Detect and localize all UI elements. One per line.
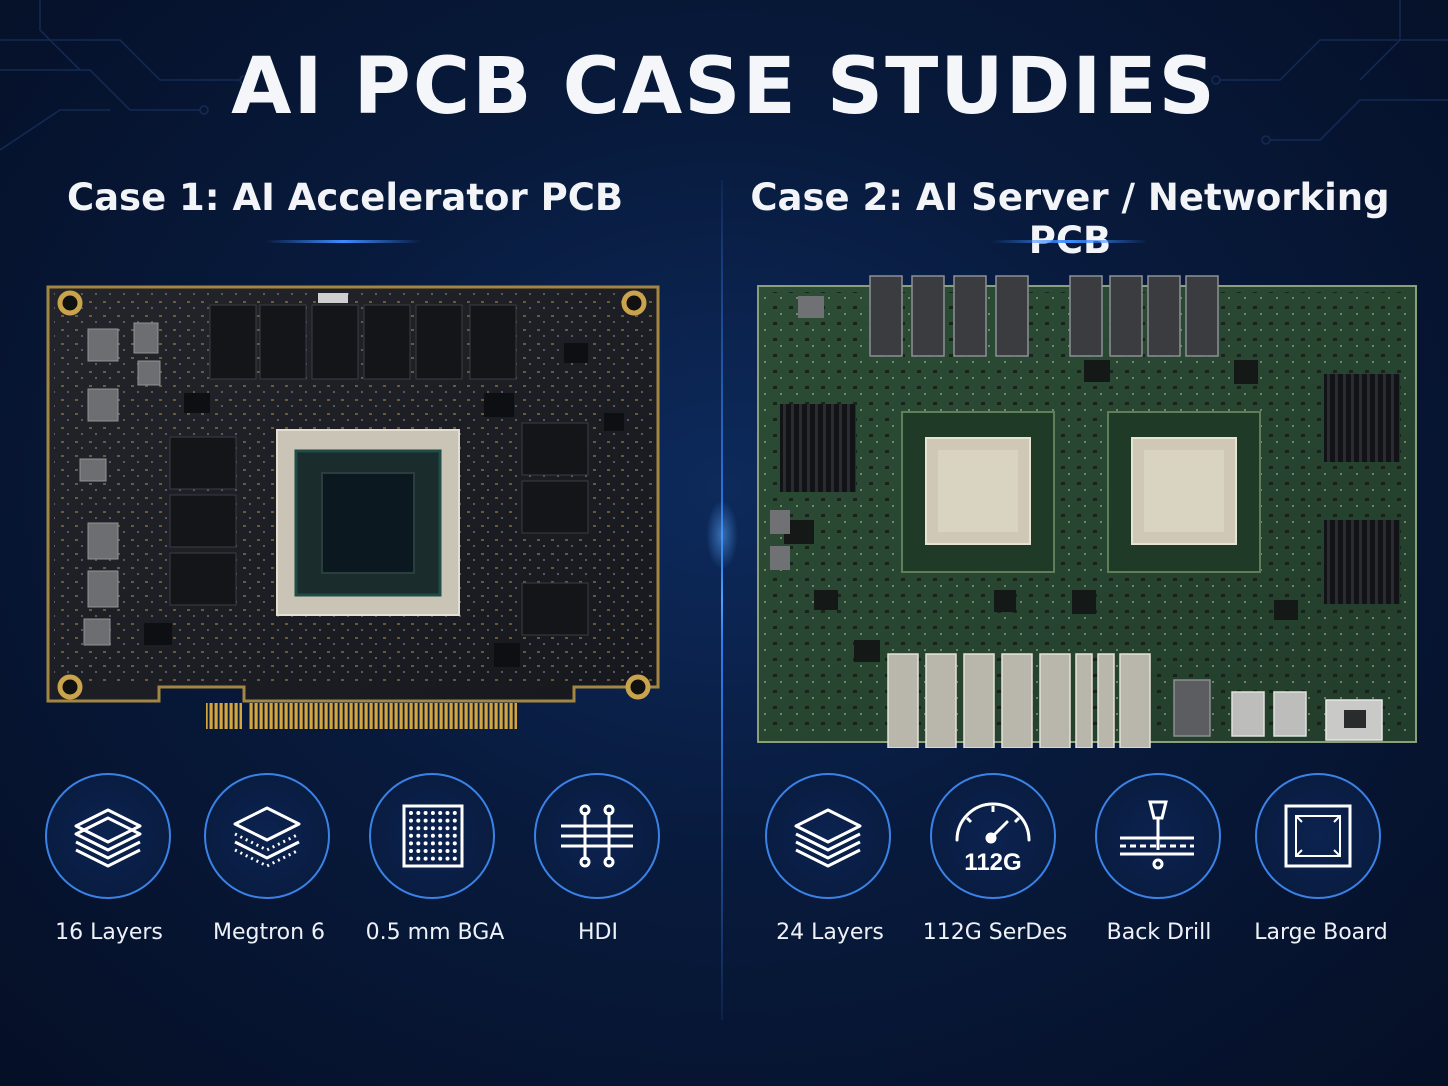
case1-feature-label-3: 0.5 mm BGA [365,920,505,945]
bga-ball [409,826,413,831]
bga-ball [423,818,428,823]
bga-ball [438,818,443,823]
case2-feature-4 [1255,773,1381,899]
ai-server-pcb-image [757,275,1417,748]
bga-ball [416,849,421,853]
bga-ball [445,811,450,815]
case1-feature-3 [369,773,495,899]
bga-ball [423,811,428,815]
bga-ball [430,811,435,815]
case1-feature-label-2: Megtron 6 [212,920,326,945]
bga-grid-icon [402,804,464,868]
bga-ball [438,856,443,861]
stacked-layers-icon [74,808,142,868]
case1-feature-4 [534,773,660,899]
bga-ball [452,856,457,861]
case2-feature-1 [765,773,891,899]
case1-heading: Case 1: AI Accelerator PCB [66,176,624,219]
bga-ball [430,818,435,823]
speedometer-icon: 112G [955,802,1031,876]
bga-ball [423,856,428,861]
bga-ball [416,826,421,831]
bga-ball [409,833,413,838]
back-drill-icon [1120,800,1194,870]
case2-feature-2: 112G [930,773,1056,899]
bga-ball [445,856,450,861]
bga-ball [423,841,428,846]
bga-ball [430,856,435,861]
bga-ball [409,856,413,861]
case2-feature-label-1: 24 Layers [776,920,884,945]
case1-feature-1 [45,773,171,899]
bga-ball [452,833,457,838]
bga-ball [409,841,413,846]
bga-ball [452,841,457,846]
bga-ball [452,826,457,831]
case2-feature-label-2: 112G SerDes [922,920,1068,945]
bga-ball [423,849,428,853]
bga-ball [445,818,450,823]
bga-ball [438,826,443,831]
bga-ball [409,849,413,853]
case1-feature-label-1: 16 Layers [55,920,163,945]
center-divider [721,180,723,1020]
dotted-layers-icon [233,806,301,868]
bga-ball [445,826,450,831]
bga-ball [438,833,443,838]
bga-ball [452,811,457,815]
bga-ball [438,849,443,853]
bga-ball [416,811,421,815]
bga-ball [423,826,428,831]
page-title: AI PCB CASE STUDIES [231,42,1217,132]
bga-ball [430,833,435,838]
bga-ball [423,833,428,838]
bga-ball [452,818,457,823]
bga-ball [430,841,435,846]
bga-ball [409,818,413,823]
case1-accent-line [265,240,421,243]
case2-feature-label-3: Back Drill [1106,920,1212,945]
bga-ball [445,849,450,853]
case2-heading: Case 2: AI Server / Networking PCB [750,176,1390,262]
bga-ball [452,849,457,853]
divider-glow [706,500,738,570]
bga-ball [416,841,421,846]
case1-feature-label-4: HDI [578,920,618,945]
bga-ball [445,833,450,838]
ai-accelerator-pcb-image [46,285,660,729]
large-board-icon [1284,804,1352,868]
bga-ball [416,818,421,823]
bga-ball [445,841,450,846]
bga-ball [409,811,413,815]
bga-ball [438,841,443,846]
bga-ball [430,849,435,853]
speedometer-icon-text: 112G [964,849,1021,876]
case2-feature-label-4: Large Board [1254,920,1388,945]
case2-feature-3 [1095,773,1221,899]
bga-ball [416,833,421,838]
bga-ball [416,856,421,861]
case2-accent-line [992,240,1148,243]
stacked-layers-icon [794,808,862,868]
hdi-vias-icon [561,804,633,868]
bga-ball [430,826,435,831]
case1-feature-2 [204,773,330,899]
bga-ball [438,811,443,815]
